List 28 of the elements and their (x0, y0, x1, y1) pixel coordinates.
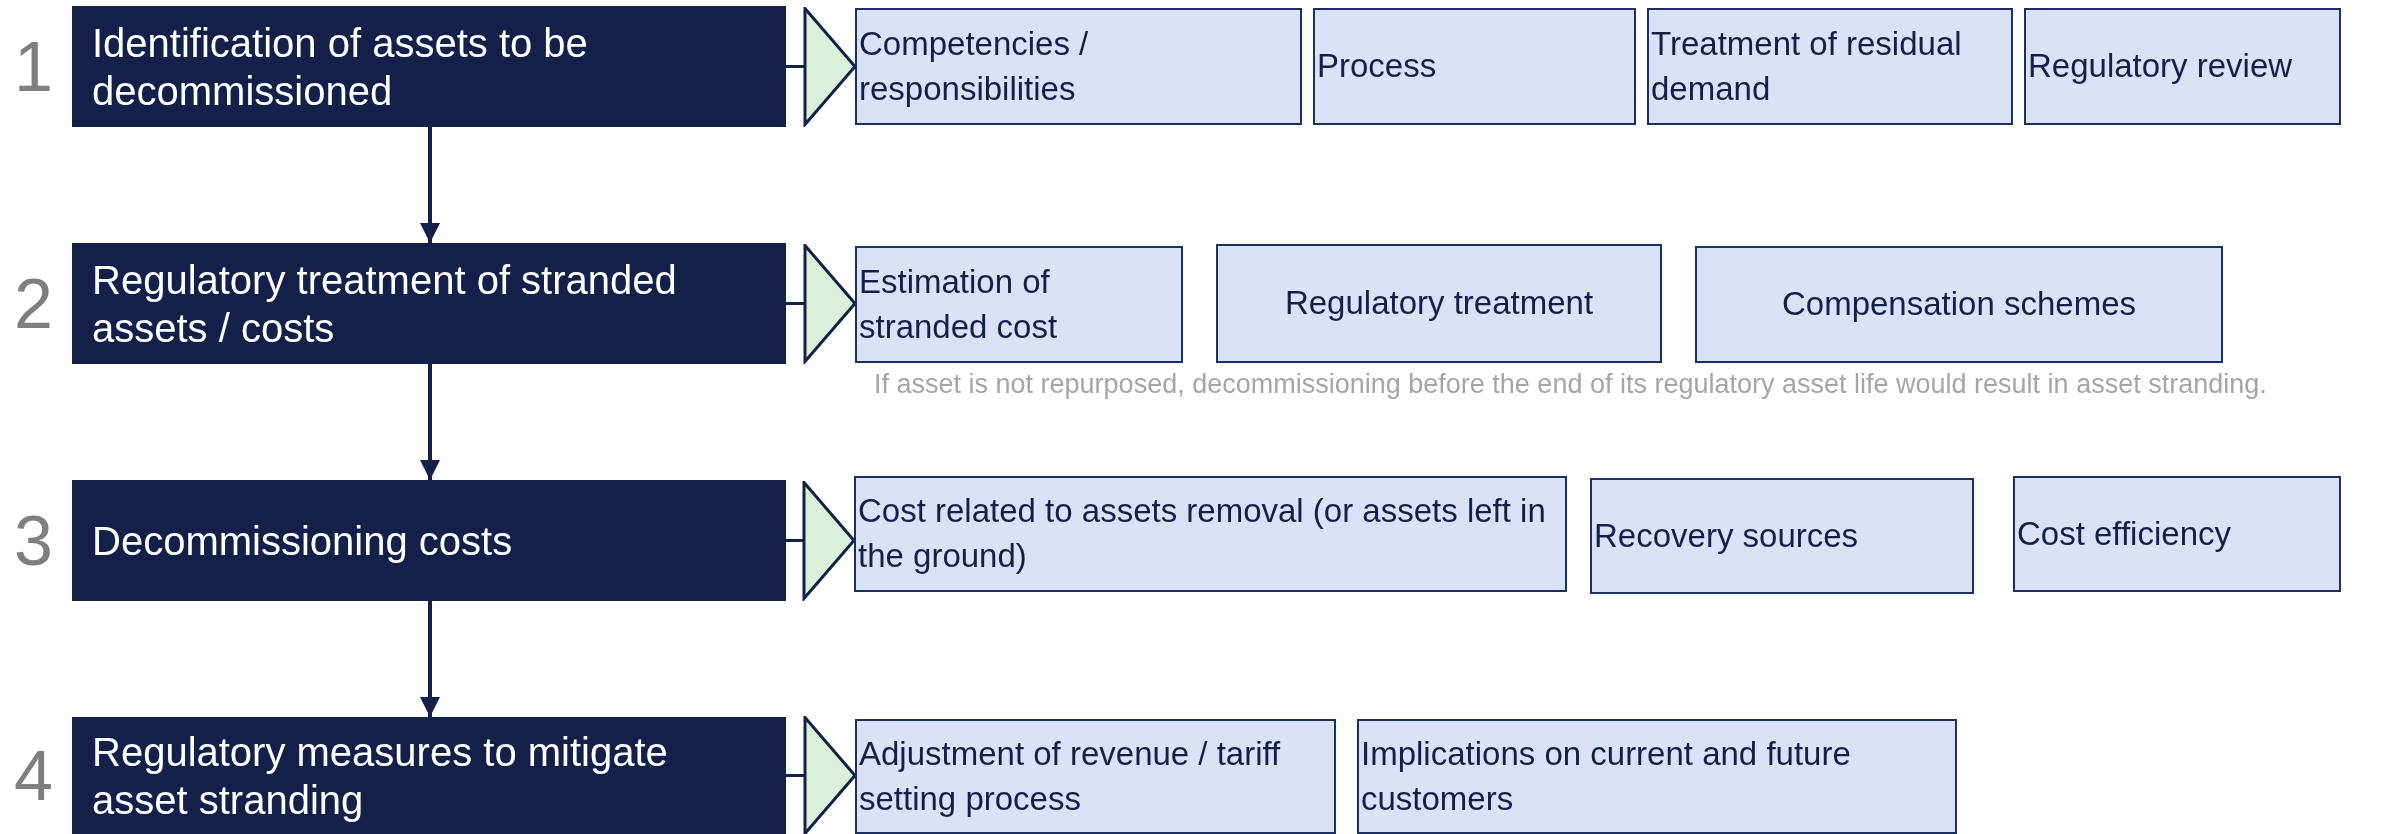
topic-box: Adjustment of revenue / tariff setting process (855, 719, 1336, 834)
topic-box: Recovery sources (1590, 478, 1974, 594)
chevron-arrow (786, 7, 857, 126)
topic-box: Process (1313, 8, 1636, 125)
topic-box: Treatment of residual demand (1647, 8, 2013, 125)
arrow (420, 601, 440, 717)
topic-box: Compensation schemes (1695, 246, 2223, 363)
step-box: Regulatory treatment of stranded assets / costs (72, 243, 786, 364)
topic-box: Cost related to assets removal (or assets left in the ground) (854, 476, 1567, 592)
topic-box: Regulatory review (2024, 8, 2341, 125)
arrow (420, 127, 440, 243)
step-number: 2 (14, 268, 53, 339)
topic-box: Cost efficiency (2013, 476, 2341, 592)
topic-box: Regulatory treatment (1216, 244, 1662, 363)
step-number: 4 (14, 740, 53, 811)
chevron-arrow (786, 716, 857, 834)
step-number: 3 (14, 505, 53, 576)
step-box: Regulatory measures to mitigate asset stranding (72, 717, 786, 834)
step-box: Identification of assets to be decommissioned (72, 6, 786, 127)
arrow (420, 364, 440, 480)
step-number: 1 (14, 31, 53, 102)
note-text: If asset is not repurposed, decommissioning before the end of its regulatory asset life would result in asset stranding. (874, 368, 2268, 401)
step-box: Decommissioning costs (72, 480, 786, 601)
topic-box: Estimation of stranded cost (855, 246, 1183, 363)
topic-box: Implications on current and future customers (1357, 719, 1957, 834)
chevron-arrow (786, 481, 856, 600)
chevron-arrow (786, 244, 857, 363)
topic-box: Competencies / responsibilities (855, 8, 1302, 125)
